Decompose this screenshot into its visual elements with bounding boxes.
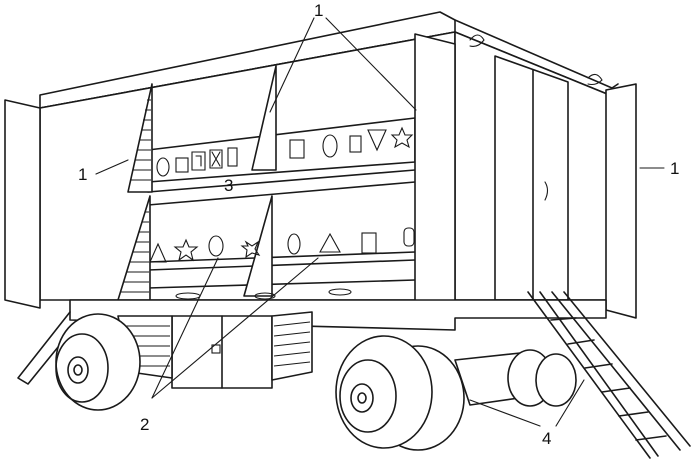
label-panel-right: 1	[670, 159, 679, 178]
rear-wheel	[335, 335, 465, 451]
upper-shelf-items	[156, 126, 414, 177]
lower-brackets	[117, 195, 273, 301]
rear-ladder	[527, 291, 691, 459]
upper-brackets	[127, 65, 277, 193]
label-wheel-base: 4	[542, 429, 551, 448]
center-fold-panel	[414, 33, 456, 319]
left-side-panel	[4, 99, 41, 309]
label-panel-left: 1	[78, 165, 87, 184]
lower-shelf-items	[149, 227, 415, 300]
right-rear-panel	[605, 83, 637, 319]
front-wheel	[55, 313, 141, 411]
rear-end-wall	[454, 31, 613, 301]
trailer-body	[39, 31, 456, 301]
label-shelves: 3	[224, 176, 233, 195]
label-cabinet: 2	[140, 415, 149, 434]
chassis	[17, 299, 607, 407]
callout-leaders	[95, 17, 665, 427]
label-panel-top: 1	[314, 1, 323, 20]
